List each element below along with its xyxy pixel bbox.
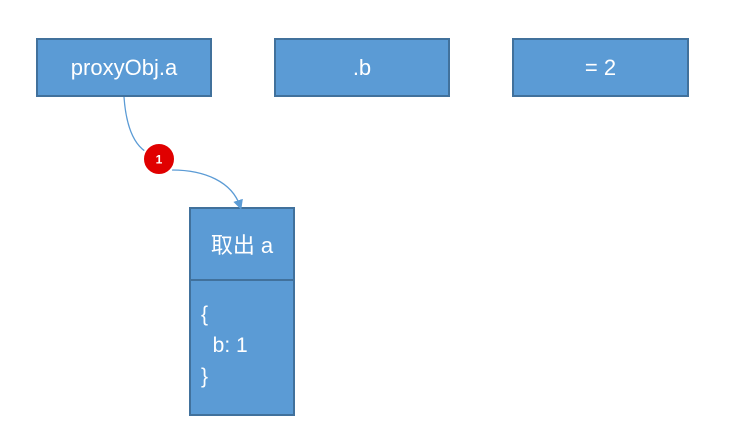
property-b-label: .b <box>352 54 372 80</box>
assignment-box: = 2 <box>512 38 689 97</box>
assignment-label: = 2 <box>584 54 617 80</box>
property-b-box: .b <box>274 38 450 97</box>
object-open-brace: { <box>201 303 209 326</box>
proxy-access-label: proxyObj.a <box>70 54 178 80</box>
step-badge-number: 1 <box>156 153 163 167</box>
result-title-text: 取出 a <box>210 233 274 258</box>
result-object-content: { b: 1 } <box>191 281 293 392</box>
step-badge-circle <box>142 142 176 176</box>
connector-curve-upper <box>123 96 149 154</box>
result-object-box: 取出 a { b: 1 } <box>189 207 295 416</box>
result-title: 取出 a <box>191 209 293 281</box>
step-badge: 1 <box>142 142 176 176</box>
connector-arrow <box>171 169 243 210</box>
object-close-brace: } <box>201 365 209 388</box>
object-property-line: b: 1 <box>201 334 248 357</box>
proxy-access-box: proxyObj.a <box>36 38 212 97</box>
